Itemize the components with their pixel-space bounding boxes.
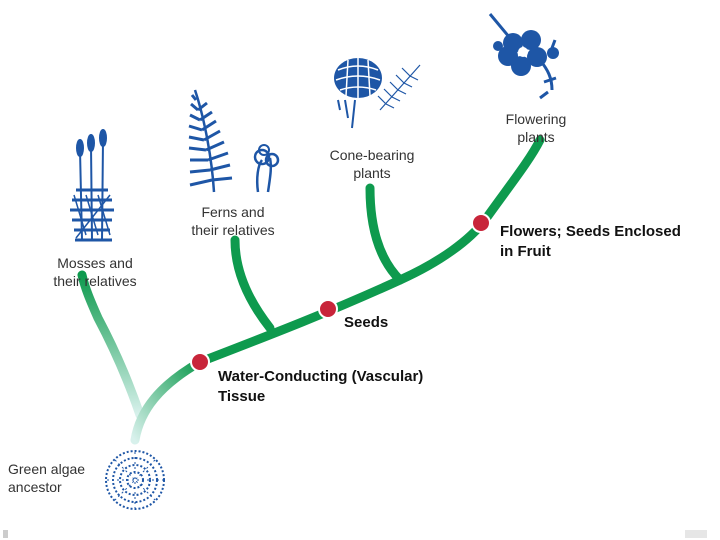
label-line: their relatives	[53, 273, 137, 289]
label-line: Flowers; Seeds Enclosed	[500, 223, 681, 240]
trait-node-flowers	[471, 213, 491, 233]
branch-main	[195, 135, 545, 367]
algae-cell-icon	[105, 450, 165, 510]
label-line: their relatives	[191, 222, 275, 238]
fern-frond-icon	[188, 89, 280, 193]
taxon-label-ferns: Ferns and their relatives	[178, 203, 288, 239]
corner-mark-left	[3, 530, 8, 538]
pine-cone-icon	[334, 58, 421, 129]
taxon-label-flowering: Flowering plants	[490, 110, 582, 146]
label-line: Seeds	[344, 314, 389, 331]
label-line: plants	[517, 129, 555, 145]
taxon-label-ancestor: Green algae ancestor	[8, 460, 94, 496]
label-line: Mosses and	[57, 255, 133, 271]
branch-cones	[365, 183, 405, 285]
trait-label-flowers: Flowers; Seeds Enclosed in Fruit	[500, 222, 715, 262]
branch-mosses	[77, 270, 145, 420]
corner-mark-right	[685, 530, 707, 538]
label-line: Water-Conducting (Vascular)	[218, 368, 424, 385]
label-line: Cone-bearing	[329, 147, 415, 163]
branch-ferns	[230, 235, 275, 333]
taxon-label-mosses: Mosses and their relatives	[40, 254, 150, 290]
trait-label-seeds: Seeds	[344, 313, 424, 333]
trait-node-seeds	[318, 299, 338, 319]
label-line: Tissue	[218, 388, 266, 405]
label-line: ancestor	[8, 479, 62, 495]
trait-label-vascular: Water-Conducting (Vascular) Tissue	[218, 367, 478, 407]
moss-plant-icon	[70, 129, 114, 242]
label-line: Green algae	[8, 461, 86, 477]
trait-node-vascular	[190, 352, 210, 372]
label-line: Flowering	[505, 111, 567, 127]
label-line: Ferns and	[201, 204, 265, 220]
branch-trunk-base	[130, 357, 205, 445]
label-line: plants	[353, 165, 391, 181]
flower-icon	[488, 13, 559, 100]
taxon-label-cones: Cone-bearing plants	[312, 146, 432, 182]
label-line: in Fruit	[500, 243, 551, 260]
tree-branches	[77, 135, 545, 445]
